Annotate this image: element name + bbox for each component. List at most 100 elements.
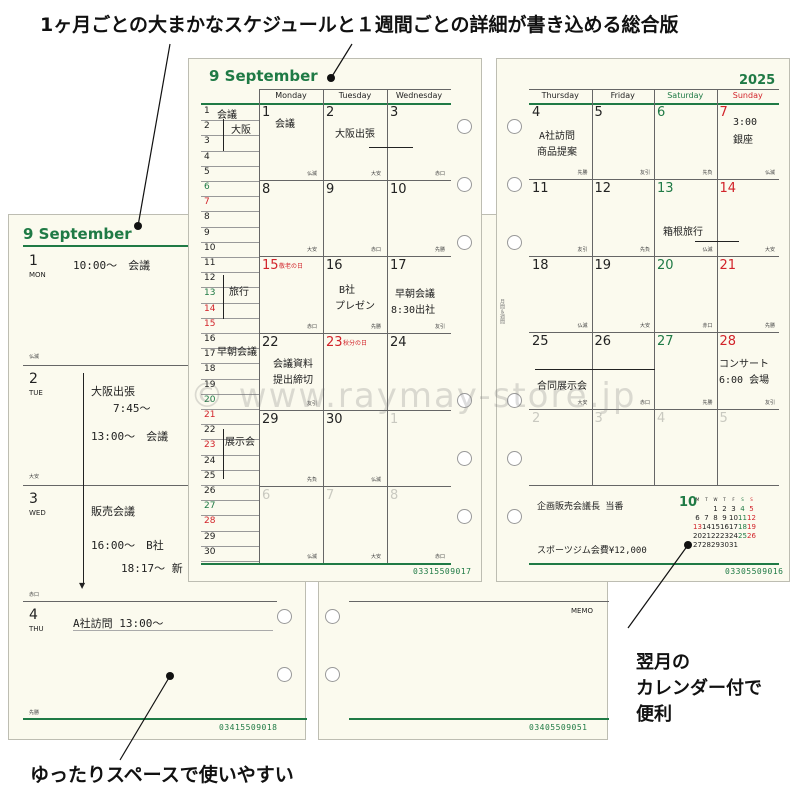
handwritten-note: 銀座 <box>733 135 753 146</box>
mini-cal-day: 9 <box>722 513 727 522</box>
day-cell-number: 14 <box>719 181 737 197</box>
day-list-item: 28 <box>204 516 216 527</box>
rokuyo-label: 先勝 <box>702 399 713 406</box>
year-label: 2025 <box>739 73 776 88</box>
day-list-item: 24 <box>204 455 216 466</box>
rokuyo-label: 友引 <box>435 324 446 330</box>
rokuyo-label: 赤口 <box>640 399 651 406</box>
mini-cal-day: 8 <box>713 513 718 522</box>
right-caption-line: 翌月の <box>636 652 690 673</box>
day-cell-number: 6 <box>262 488 271 504</box>
handwritten-note: 7:45〜 <box>113 402 151 415</box>
handwritten-note: 大阪出張 <box>335 129 375 140</box>
day-of-week: TUE <box>29 389 43 397</box>
day-cell-number: 4 <box>657 410 666 426</box>
mini-cal-day: 15 <box>711 522 720 531</box>
weekday-header: Saturday <box>667 91 704 100</box>
binder-hole <box>325 667 340 682</box>
rokuyo-label: 大安 <box>371 170 382 177</box>
day-list-item: 1 <box>204 106 210 116</box>
rokuyo-label: 仏滅 <box>371 477 382 484</box>
rokuyo-label: 大安 <box>765 246 776 253</box>
handwritten-note: 会議 <box>217 110 237 121</box>
day-list-item: 7 <box>204 197 210 208</box>
rokuyo-label: 赤口 <box>307 324 318 330</box>
mini-cal-day: 19 <box>747 522 756 531</box>
rokuyo-label: 大安 <box>29 474 40 480</box>
day-list-item: 17 <box>204 349 216 360</box>
day-cell-number: 11 <box>532 181 549 197</box>
right-caption-line: 便利 <box>636 704 672 725</box>
day-cell-number: 18 <box>532 257 549 273</box>
day-list-item: 13 <box>204 288 216 299</box>
day-cell-number: 20 <box>657 257 674 273</box>
handwritten-note: 旅行 <box>229 287 249 298</box>
handwritten-note: 箱根旅行 <box>663 227 703 238</box>
day-cell-number: 5 <box>719 410 728 426</box>
day-cell-number: 25 <box>532 334 549 350</box>
mini-cal-day: 20 <box>693 531 702 540</box>
mini-cal-day: 2 <box>722 504 727 513</box>
product-barcode: 03415509018 <box>219 723 278 732</box>
mini-cal-day: 29 <box>711 540 720 549</box>
day-list-item: 21 <box>204 410 216 420</box>
day-list-item: 25 <box>204 470 216 481</box>
binder-hole <box>507 119 522 134</box>
day-of-week: WED <box>29 509 46 517</box>
handwritten-note: 大阪出張 <box>91 385 135 398</box>
mini-cal-day: 27 <box>693 540 702 549</box>
side-label: 月間＆週間 <box>499 299 505 324</box>
handwritten-note: 早朝会議 <box>395 289 435 300</box>
day-cell-number: 2 <box>326 105 335 120</box>
mini-cal-day: 10 <box>729 513 738 522</box>
day-cell-number: 8 <box>262 181 271 197</box>
handwritten-note: 合同展示会 <box>537 381 587 392</box>
day-cell-number: 7 <box>326 488 335 504</box>
handwritten-note: コンサート <box>719 359 769 370</box>
rokuyo-label: 友引 <box>640 170 651 177</box>
binder-hole <box>507 235 522 250</box>
handwritten-note: 18:17〜 新 <box>121 562 183 575</box>
day-list-item: 12 <box>204 273 216 284</box>
day-cell-number: 27 <box>657 334 674 350</box>
rokuyo-label: 大安 <box>307 247 318 254</box>
day-list-item: 18 <box>204 364 216 375</box>
handwritten-note: 商品提案 <box>537 147 577 158</box>
handwritten-note: 会議 <box>275 119 295 130</box>
month-title: 9 September <box>209 67 318 85</box>
binder-hole <box>507 509 522 524</box>
day-cell-number: 13 <box>657 181 674 197</box>
rokuyo-label: 先勝 <box>765 323 776 330</box>
binder-hole <box>457 119 472 134</box>
rokuyo-label: 仏滅 <box>307 554 318 560</box>
rokuyo-label: 先勝 <box>29 710 40 716</box>
mini-cal-day: 6 <box>695 513 700 522</box>
binder-hole <box>507 451 522 466</box>
handwritten-note: 早朝会議 <box>217 347 257 358</box>
day-number: 3 <box>29 491 38 507</box>
handwritten-note: 企画販売会議長 当番 <box>537 502 624 512</box>
day-cell-number: 3 <box>594 410 603 426</box>
day-cell-number: 2 <box>532 410 541 426</box>
day-list-item: 10 <box>204 242 216 253</box>
handwritten-note: プレゼン <box>335 301 375 312</box>
handwritten-note: 会議資料 <box>273 359 313 370</box>
handwritten-note: 6:00 会場 <box>719 375 770 386</box>
binder-hole <box>457 451 472 466</box>
day-cell-number: 19 <box>594 257 612 273</box>
weekday-header: Sunday <box>732 91 763 100</box>
binder-hole <box>457 393 472 408</box>
day-cell-number: 30 <box>326 411 343 427</box>
mini-cal-day: 5 <box>749 504 754 513</box>
rokuyo-label: 仏滅 <box>577 323 588 330</box>
day-list-item: 11 <box>204 258 216 268</box>
mini-cal-dow: W <box>713 497 718 502</box>
mini-cal-day: 1 <box>713 504 718 513</box>
day-cell-number: 24 <box>390 335 407 350</box>
mini-cal-dow: T <box>705 497 708 502</box>
rokuyo-label: 大安 <box>577 399 588 406</box>
day-list-item: 15 <box>204 318 216 329</box>
day-list-item: 14 <box>204 303 216 314</box>
mini-cal-day: 30 <box>720 540 729 549</box>
day-cell-number: 29 <box>262 411 279 427</box>
